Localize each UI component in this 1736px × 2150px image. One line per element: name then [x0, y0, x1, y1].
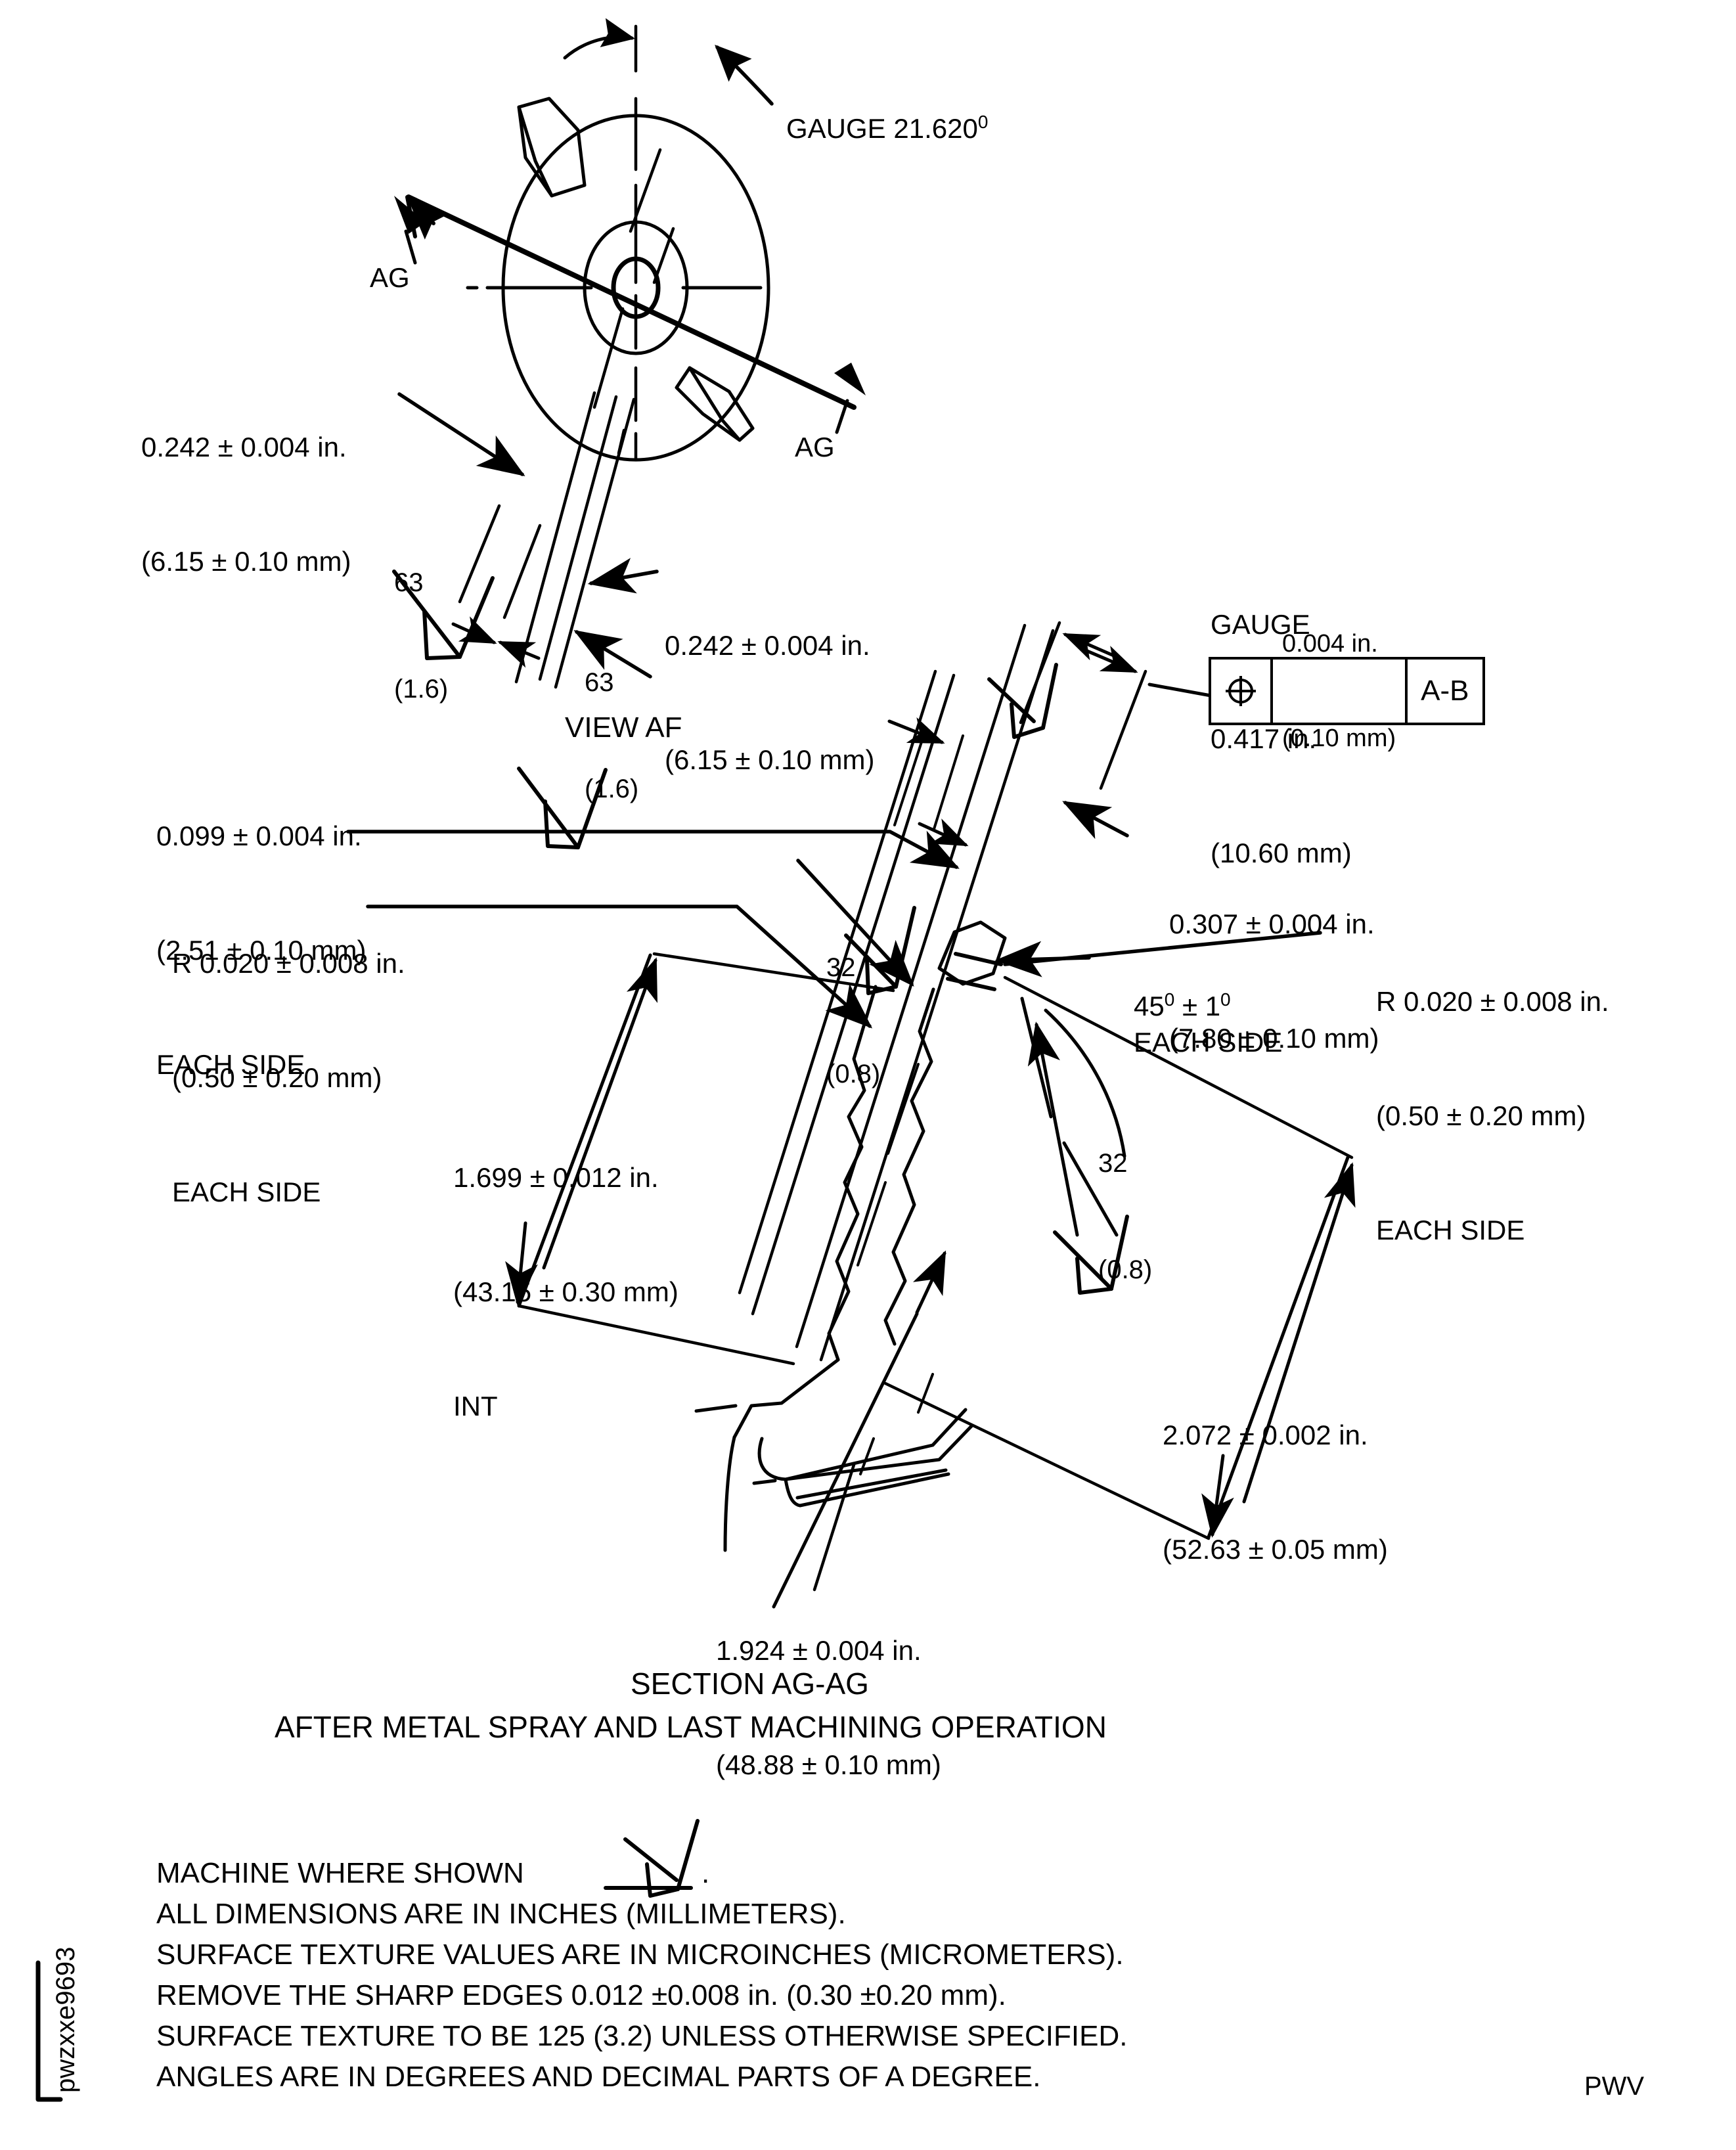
surface-texture-32-upper-metric: (0.8) [826, 1060, 881, 1088]
dim-length-mid-mm: (48.88 ± 0.10 mm) [716, 1749, 941, 1780]
dim-radius-right-note: EACH SIDE [1376, 1215, 1525, 1245]
gdt-tolerance: 0.004 in. (0.10 mm) [1273, 630, 1408, 752]
note-line-6: ANGLES ARE IN DEGREES AND DECIMAL PARTS … [156, 2061, 1041, 2093]
surface-texture-32-lower-metric: (0.8) [1098, 1255, 1153, 1284]
dim-width-mm: (7.80 ± 0.10 mm) [1169, 1023, 1379, 1054]
dim-top-right-mm: (6.15 ± 0.10 mm) [665, 744, 875, 775]
surface-texture-32-lower-value: 32 [1098, 1149, 1128, 1178]
gauge-block-line2: 0.417 in. [1211, 723, 1317, 754]
sheet-corner-code: PWV [1584, 2072, 1645, 2101]
dim-radius-left: R 0.020 ± 0.008 in. (0.50 ± 0.20 mm) EAC… [172, 868, 405, 1288]
section-letter-left: AG [370, 262, 410, 293]
dim-radius-right: R 0.020 ± 0.008 in. (0.50 ± 0.20 mm) EAC… [1376, 907, 1609, 1326]
dim-width: 0.307 ± 0.004 in. (7.80 ± 0.10 mm) [1169, 829, 1379, 1134]
dim-length-overall-mm: (52.63 ± 0.05 mm) [1163, 1534, 1388, 1565]
dim-thickness-mm: (2.51 ± 0.10 mm) [156, 935, 367, 966]
note-line-3: SURFACE TEXTURE VALUES ARE IN MICROINCHE… [156, 1938, 1124, 1971]
angle-chamfer-tolerance-degree: 0 [1220, 989, 1231, 1010]
surface-texture-32-upper-value: 32 [826, 953, 856, 982]
dim-radius-left-inch: R 0.020 ± 0.008 in. [172, 948, 405, 979]
gauge-angle-label: GAUGE 21.6200 [786, 112, 989, 144]
gdt-tolerance-inch: 0.004 in. [1282, 630, 1378, 658]
gdt-tolerance-mm: (0.10 mm) [1282, 725, 1396, 752]
position-symbol-glyph [1226, 676, 1256, 706]
dim-width-inch: 0.307 ± 0.004 in. [1169, 908, 1375, 939]
angle-chamfer: 450 ± 10 [1134, 991, 1231, 1020]
sheet-vertical-id: pwzxxe9693 [51, 1946, 80, 2093]
dim-length-int-note: INT [453, 1391, 498, 1422]
note-line-5: SURFACE TEXTURE TO BE 125 (3.2) UNLESS O… [156, 2020, 1128, 2052]
dim-radius-left-note: EACH SIDE [172, 1176, 321, 1207]
gauge-block-line1: GAUGE [1211, 609, 1310, 640]
dim-radius-right-inch: R 0.020 ± 0.008 in. [1376, 986, 1609, 1017]
dim-top-right-inch: 0.242 ± 0.004 in. [665, 630, 870, 661]
degree-symbol: 0 [977, 112, 989, 132]
dim-length-overall-inch: 2.072 ± 0.002 in. [1163, 1420, 1368, 1450]
surface-texture-32-upper: 32 (0.8) [826, 879, 880, 1163]
note-line-1: MACHINE WHERE SHOWN [156, 1857, 524, 1889]
section-letter-right: AG [795, 432, 835, 462]
feature-control-frame: 0.004 in. (0.10 mm) A-B [1209, 630, 1485, 752]
note-line-2: ALL DIMENSIONS ARE IN INCHES (MILLIMETER… [156, 1898, 846, 1930]
surface-texture-63-a: 63 (1.6) [394, 494, 448, 778]
dim-thickness-each-side: 0.099 ± 0.004 in. (2.51 ± 0.10 mm) EACH … [156, 741, 367, 1160]
section-subtitle: AFTER METAL SPRAY AND LAST MACHINING OPE… [275, 1710, 1107, 1744]
dim-length-int-mm: (43.15 ± 0.30 mm) [453, 1276, 679, 1307]
gdt-datum: A-B [1421, 675, 1469, 707]
dim-thickness-inch: 0.099 ± 0.004 in. [156, 820, 362, 851]
dim-length-overall: 2.072 ± 0.002 in. (52.63 ± 0.05 mm) [1163, 1340, 1388, 1645]
surface-texture-63-b-value: 63 [585, 668, 614, 697]
surface-texture-63-b-metric: (1.6) [585, 774, 639, 803]
dim-length-int-inch: 1.699 ± 0.012 in. [453, 1162, 659, 1193]
surface-texture-63-b: 63 (1.6) [585, 594, 638, 878]
dim-radius-right-mm: (0.50 ± 0.20 mm) [1376, 1100, 1586, 1131]
dim-thickness-note: EACH SIDE [156, 1049, 305, 1080]
dim-radius-left-mm: (0.50 ± 0.20 mm) [172, 1062, 382, 1093]
surface-texture-63-a-value: 63 [394, 568, 424, 597]
angle-chamfer-degree: 0 [1164, 989, 1175, 1010]
section-title: SECTION AG-AG [631, 1667, 869, 1701]
gauge-block-line3: (10.60 mm) [1211, 838, 1352, 868]
note-line-1-period: . [701, 1857, 710, 1889]
dim-top-left-mm: (6.15 ± 0.10 mm) [141, 546, 351, 577]
note-line-4: REMOVE THE SHARP EDGES 0.012 ±0.008 in. … [156, 1979, 1006, 2011]
dim-length-mid-inch: 1.924 ± 0.004 in. [716, 1635, 922, 1666]
view-af-title: VIEW AF [565, 711, 682, 744]
surface-texture-63-a-metric: (1.6) [394, 675, 449, 704]
angle-chamfer-each-side: EACH SIDE [1134, 1027, 1283, 1058]
position-symbol [1211, 660, 1273, 723]
dim-top-right: 0.242 ± 0.004 in. (6.15 ± 0.10 mm) [665, 550, 875, 855]
dim-length-mid: 1.924 ± 0.004 in. (48.88 ± 0.10 mm) [716, 1556, 941, 1860]
angle-chamfer-value: 45 [1134, 991, 1165, 1021]
angle-chamfer-tolerance: ± 1 [1182, 991, 1221, 1021]
gauge-block: GAUGE 0.417 in. (10.60 mm) [1211, 529, 1352, 949]
surface-texture-32-lower: 32 (0.8) [1098, 1075, 1152, 1358]
dim-length-int: 1.699 ± 0.012 in. (43.15 ± 0.30 mm) INT [453, 1083, 679, 1502]
dim-top-left-inch: 0.242 ± 0.004 in. [141, 432, 347, 462]
dim-top-left: 0.242 ± 0.004 in. (6.15 ± 0.10 mm) [141, 352, 351, 657]
